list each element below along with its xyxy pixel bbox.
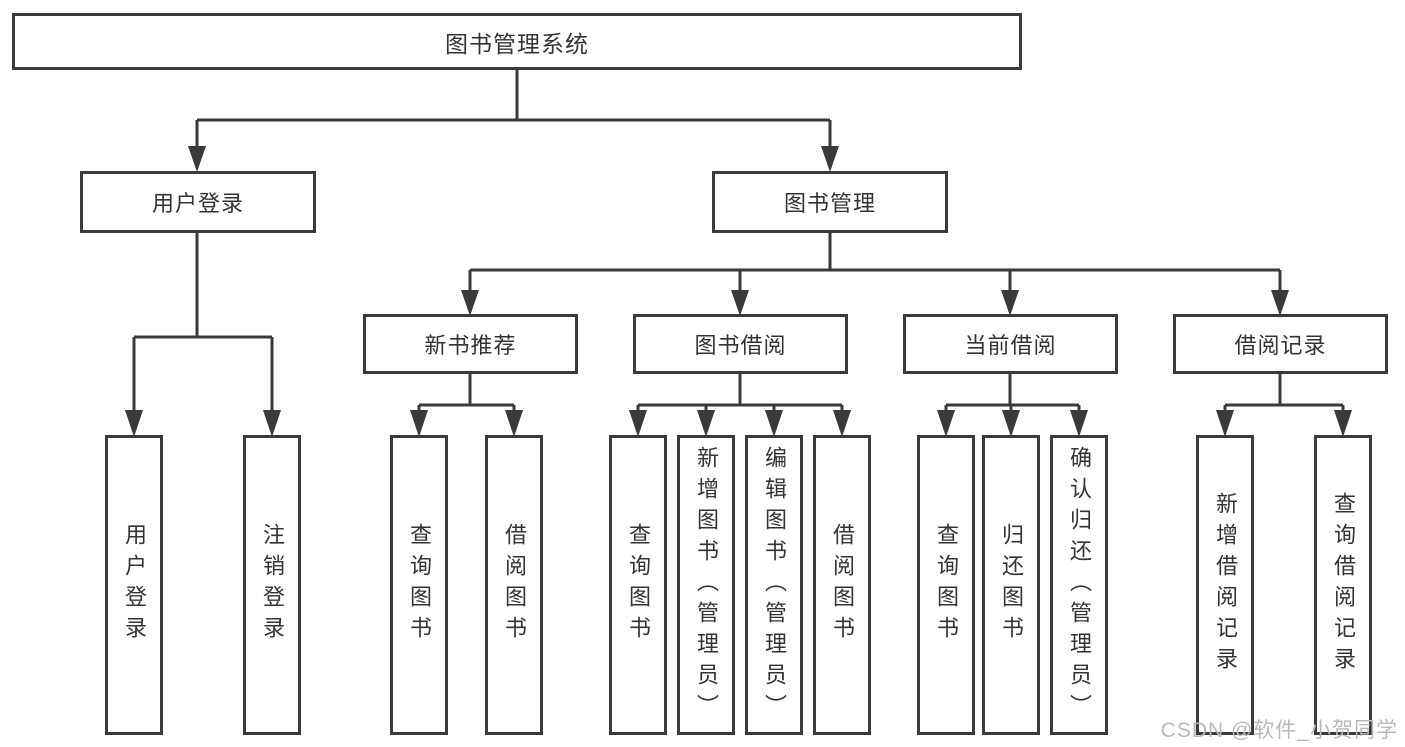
arrowhead-rec-add (1216, 410, 1234, 437)
leaf-records-add: 新增借阅记录 (1196, 435, 1254, 735)
arrowhead-book-mgmt (821, 146, 839, 172)
arrowhead-rec-query (1334, 410, 1352, 437)
arrowhead-current (1001, 290, 1019, 316)
arrowhead-nb-borrow (505, 410, 523, 437)
arrowhead-bb-query (629, 410, 647, 437)
arrowhead-ul-logout (263, 410, 281, 437)
node-new-books-label: 新书推荐 (424, 333, 517, 358)
leaf-borrow-edit: 编辑图书（管理员） (745, 435, 803, 735)
node-new-books: 新书推荐 (363, 314, 578, 374)
csdn-watermark: CSDN @软件_小贺同学 (1160, 719, 1398, 742)
arrowhead-borrow (731, 290, 749, 316)
leaf-newbooks-query-label: 查询图书 (407, 523, 432, 647)
arrowhead-user-login (188, 146, 206, 172)
leaf-user-login-label: 用户登录 (122, 523, 147, 647)
arrowhead-ul-login (125, 410, 143, 437)
connector-group-records (1216, 374, 1352, 437)
node-user-login: 用户登录 (80, 171, 316, 233)
node-records-label: 借阅记录 (1234, 333, 1327, 358)
connector-records-children (1223, 374, 1345, 414)
leaf-current-query: 查询图书 (917, 435, 975, 735)
leaf-logout: 注销登录 (243, 435, 301, 735)
leaf-borrow-borrow: 借阅图书 (813, 435, 871, 735)
arrowhead-new-books (461, 290, 479, 316)
connector-group-new-books (410, 374, 523, 437)
leaf-records-query: 查询借阅记录 (1314, 435, 1372, 735)
leaf-records-add-label: 新增借阅记录 (1213, 492, 1238, 678)
leaf-current-return-label: 归还图书 (999, 523, 1024, 647)
leaf-borrow-add-label: 新增图书（管理员） (694, 445, 719, 725)
leaf-borrow-query-label: 查询图书 (626, 523, 651, 647)
connector-group-root (188, 70, 839, 172)
connector-new-books-children (417, 374, 516, 414)
arrowhead-bb-edit (765, 410, 783, 437)
node-library-system-label: 图书管理系统 (445, 30, 589, 57)
arrowhead-cb-return (1002, 410, 1020, 437)
leaf-newbooks-query: 查询图书 (390, 435, 448, 735)
connector-current-children (944, 374, 1081, 414)
leaf-newbooks-borrow: 借阅图书 (485, 435, 543, 735)
arrowhead-records (1271, 290, 1289, 316)
leaf-current-confirm-label: 确认归还（管理员） (1067, 445, 1092, 725)
node-library-system: 图书管理系统 (12, 13, 1022, 70)
leaf-user-login: 用户登录 (105, 435, 163, 735)
arrowhead-cb-confirm (1070, 410, 1088, 437)
arrowhead-nb-query (410, 410, 428, 437)
connector-group-current (937, 374, 1088, 437)
node-book-mgmt-label: 图书管理 (783, 191, 876, 216)
connector-borrow-children (636, 374, 844, 414)
leaf-current-return: 归还图书 (982, 435, 1040, 735)
node-borrow-label: 图书借阅 (694, 333, 787, 358)
connector-root-to-level2 (195, 70, 832, 148)
connector-group-book-mgmt (461, 233, 1289, 316)
connector-book-mgmt-children (468, 233, 1282, 291)
arrowhead-cb-query (937, 410, 955, 437)
leaf-borrow-query: 查询图书 (609, 435, 667, 735)
node-book-mgmt: 图书管理 (712, 171, 948, 233)
arrowhead-bb-add (697, 410, 715, 437)
node-current: 当前借阅 (903, 314, 1118, 374)
node-current-label: 当前借阅 (964, 333, 1057, 358)
leaf-current-confirm: 确认归还（管理员） (1050, 435, 1108, 735)
connector-user-login-children (132, 233, 274, 412)
leaf-records-query-label: 查询借阅记录 (1331, 492, 1356, 678)
leaf-borrow-add: 新增图书（管理员） (677, 435, 735, 735)
node-borrow: 图书借阅 (633, 314, 848, 374)
connector-group-user-login (125, 233, 281, 437)
leaf-current-query-label: 查询图书 (934, 523, 959, 647)
connector-group-borrow (629, 374, 851, 437)
leaf-borrow-borrow-label: 借阅图书 (830, 523, 855, 647)
leaf-borrow-edit-label: 编辑图书（管理员） (762, 445, 787, 725)
leaf-newbooks-borrow-label: 借阅图书 (502, 523, 527, 647)
leaf-logout-label: 注销登录 (260, 523, 285, 647)
arrowhead-bb-borrow (833, 410, 851, 437)
node-user-login-label: 用户登录 (151, 191, 244, 216)
node-records: 借阅记录 (1173, 314, 1388, 374)
